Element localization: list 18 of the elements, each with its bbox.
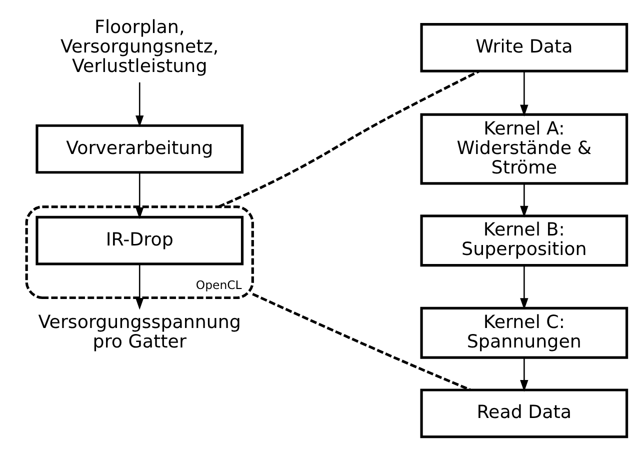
arrow xyxy=(520,71,528,116)
node-box: Kernel A: Widerstände & Ströme xyxy=(420,113,628,185)
node-box: Vorverarbeitung xyxy=(36,124,244,174)
node-box: IR-Drop xyxy=(36,216,244,266)
node-box: Read Data xyxy=(420,388,628,438)
node-box: Kernel C: Spannungen xyxy=(420,306,628,359)
connector xyxy=(218,70,480,208)
node-text: Versorgungsspannung pro Gatter xyxy=(38,312,241,352)
arrow xyxy=(136,82,144,128)
arrow xyxy=(136,172,144,220)
arrow xyxy=(520,183,528,218)
arrow xyxy=(520,358,528,392)
node-box: Write Data xyxy=(420,22,628,72)
node-text: Floorplan, Versorgungsnetz, Verlustleistung xyxy=(60,16,219,77)
node-box: Kernel B: Superposition xyxy=(420,214,628,267)
arrow xyxy=(520,265,528,310)
arrow xyxy=(136,264,144,310)
connector xyxy=(252,292,471,392)
